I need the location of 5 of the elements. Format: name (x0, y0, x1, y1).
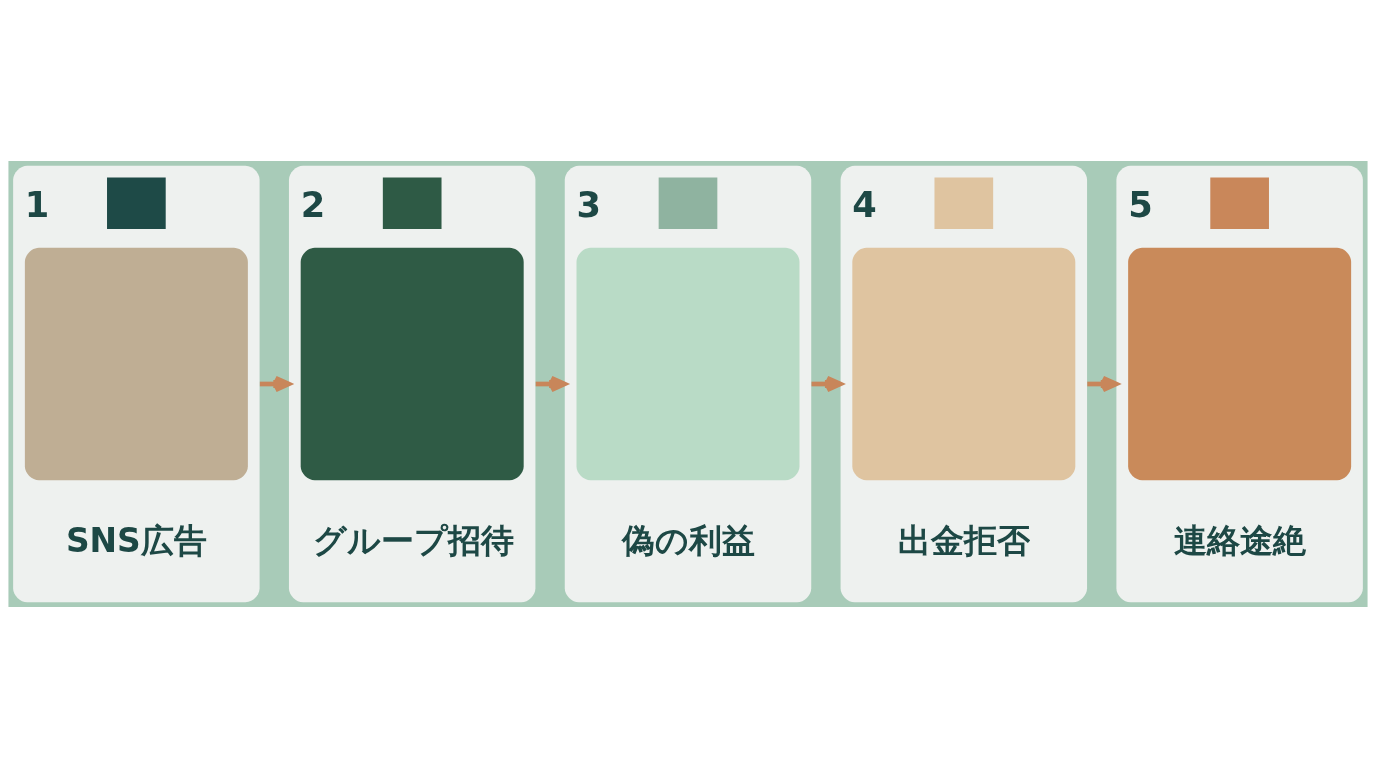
node-box: 1 SNS広告 (13, 165, 260, 603)
node-box: 5 連絡途絶 (1116, 165, 1363, 603)
node-box: 2 グループ招待 (288, 165, 536, 603)
node-box: 3 偽の利益 (564, 165, 812, 603)
node-box: 4 出金拒否 (840, 165, 1088, 603)
